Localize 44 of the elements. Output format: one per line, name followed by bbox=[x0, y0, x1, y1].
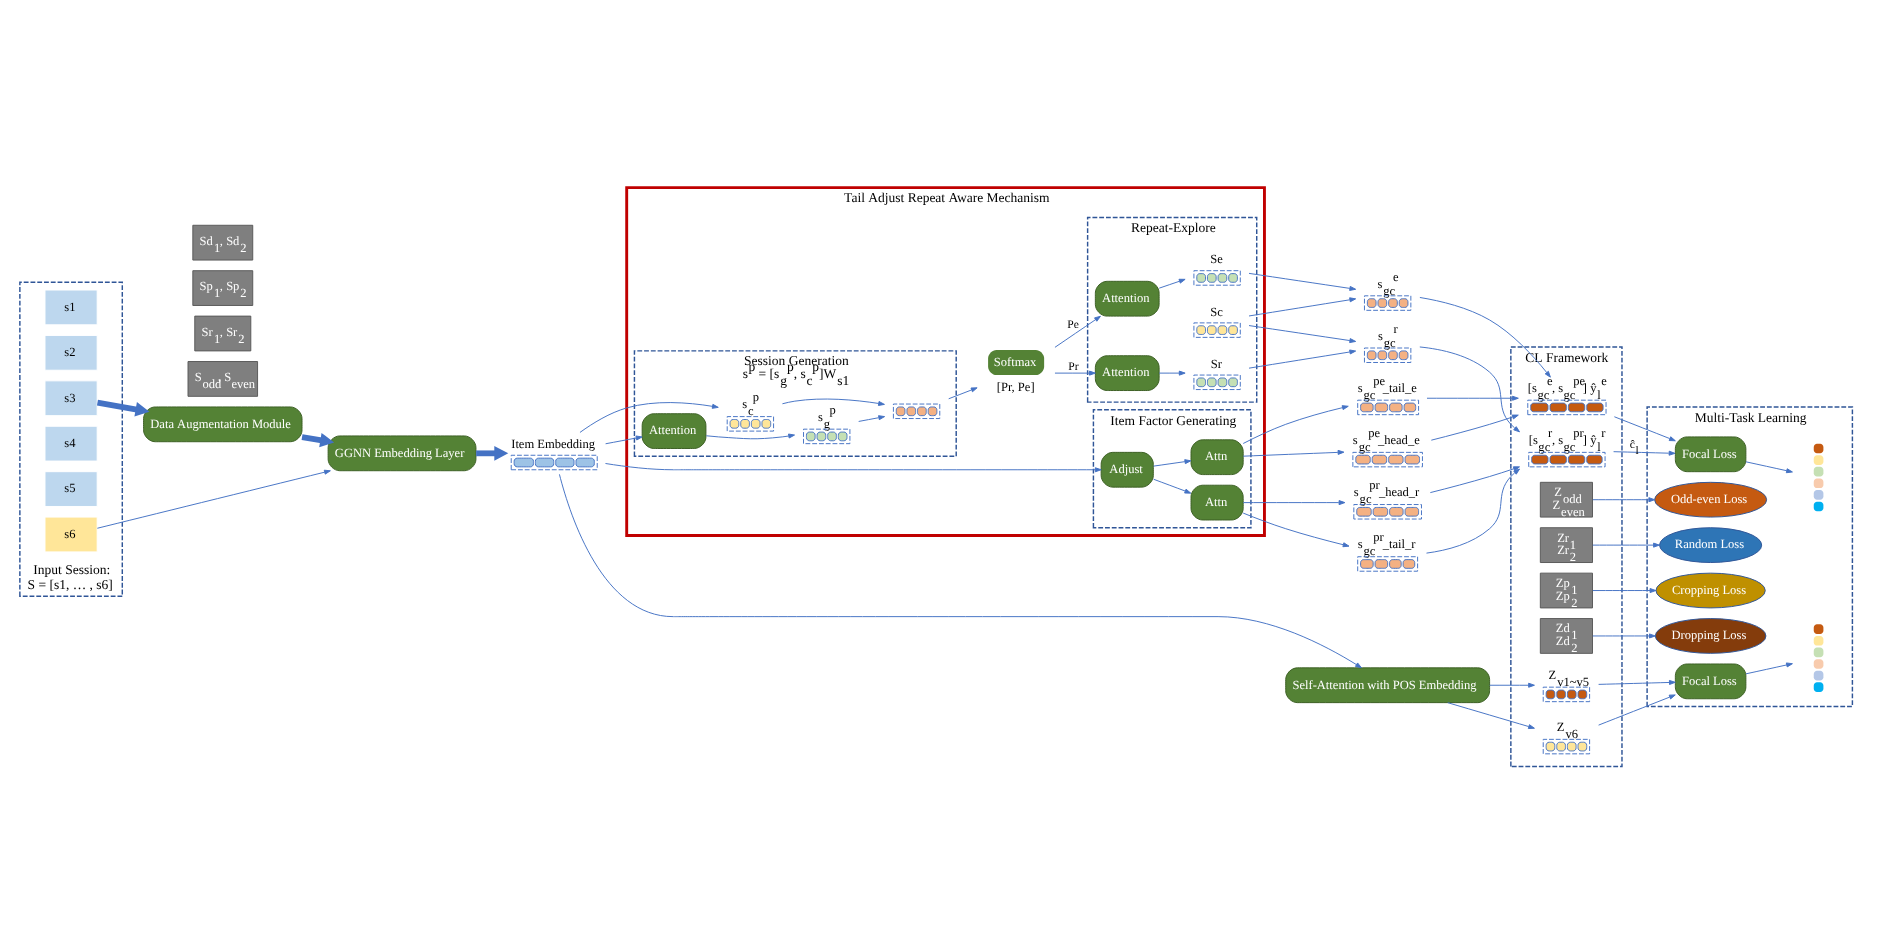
arrow bbox=[1613, 415, 1676, 441]
arrow bbox=[301, 431, 335, 447]
arrow bbox=[1592, 541, 1660, 547]
arrow bbox=[1745, 460, 1793, 473]
arrow bbox=[1242, 448, 1345, 456]
arrow bbox=[1426, 467, 1521, 553]
arrow bbox=[1054, 369, 1096, 375]
arrow bbox=[1153, 477, 1192, 493]
arrow bbox=[1429, 465, 1520, 493]
arrow bbox=[1248, 271, 1357, 290]
arrow bbox=[1248, 324, 1357, 343]
arrow bbox=[1419, 296, 1551, 377]
arrow bbox=[1598, 678, 1676, 684]
arrow bbox=[1592, 632, 1656, 638]
arrow bbox=[858, 414, 886, 421]
arrow bbox=[1613, 449, 1676, 455]
arrow bbox=[1248, 348, 1357, 368]
arrow bbox=[1242, 511, 1350, 547]
arrow bbox=[476, 444, 509, 460]
arrow bbox=[1158, 277, 1186, 288]
arrow bbox=[1598, 693, 1676, 725]
arrow bbox=[781, 397, 885, 405]
arrow bbox=[1592, 496, 1656, 502]
arrow bbox=[605, 434, 643, 444]
arrow bbox=[1242, 404, 1349, 443]
arrow bbox=[605, 462, 1102, 472]
arrow bbox=[948, 386, 978, 399]
arrow bbox=[1242, 499, 1346, 505]
arrow bbox=[1592, 587, 1657, 593]
arrow bbox=[1153, 458, 1192, 466]
arrow bbox=[579, 401, 719, 432]
arrow bbox=[96, 398, 150, 416]
arrow bbox=[558, 472, 1362, 668]
arrow bbox=[1426, 394, 1519, 400]
arrow bbox=[1419, 345, 1521, 432]
arrow bbox=[1430, 413, 1519, 440]
arrow bbox=[1054, 314, 1101, 347]
arrow bbox=[1158, 369, 1186, 375]
arrow bbox=[1248, 296, 1357, 316]
arrow bbox=[1489, 681, 1535, 687]
arrow bbox=[705, 432, 796, 439]
arrow bbox=[1447, 701, 1535, 729]
arrow bbox=[1745, 661, 1793, 674]
arrow bbox=[96, 468, 331, 528]
